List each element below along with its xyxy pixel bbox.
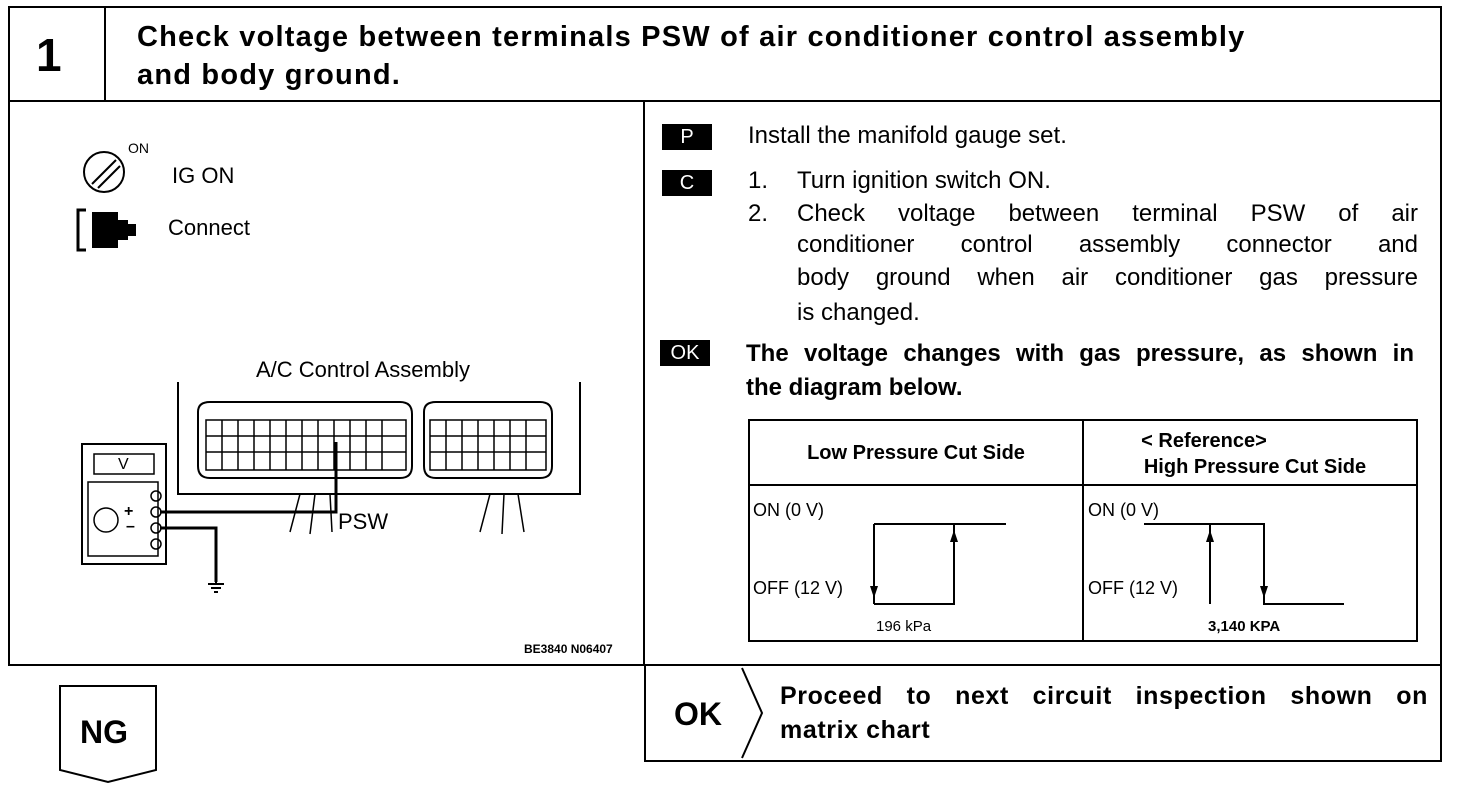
content-divider <box>643 100 645 666</box>
meter-minus: – <box>126 518 135 535</box>
low-on-label: ON (0 V) <box>753 500 825 520</box>
low-pressure-header: Low Pressure Cut Side <box>807 442 1025 464</box>
high-pressure-waveform <box>1144 523 1344 605</box>
ok-result-line2: matrix chart <box>780 716 931 744</box>
ignition-key-icon <box>83 151 125 193</box>
ng-badge-outline <box>59 685 157 784</box>
psw-terminal-label: PSW <box>338 509 389 534</box>
low-pressure-value: 196 kPa <box>876 618 932 635</box>
ground-symbol <box>208 582 224 593</box>
c-item-2-line3: body ground when air conditioner gas pre… <box>797 264 1418 291</box>
c-item-2-line4: is changed. <box>797 299 920 326</box>
tag-ok: OK <box>660 340 710 366</box>
ng-label: NG <box>80 714 128 750</box>
ig-on-label: IG ON <box>172 163 235 188</box>
low-off-label: OFF (12 V) <box>753 578 844 598</box>
ac-control-assembly-drawing <box>177 382 581 535</box>
reference-label: < Reference> <box>1141 430 1267 452</box>
step-number: 1 <box>36 29 62 81</box>
ok-arrow-divider <box>741 667 764 759</box>
ig-on-superscript: ON <box>128 140 149 156</box>
tag-p: P <box>662 124 712 150</box>
c-item-2-num: 2. <box>748 200 769 227</box>
procedure-illustration <box>76 151 581 593</box>
ok-result-label: OK <box>674 696 722 732</box>
step-title-line2: and body ground. <box>137 59 402 91</box>
c-item-1-num: 1. <box>748 167 769 194</box>
table-header-divider <box>748 484 1418 486</box>
c-item-2-line2: conditioner control assembly connector a… <box>797 231 1418 258</box>
c-item-2-line1: Check voltage between terminal PSW of ai… <box>797 200 1418 227</box>
high-pressure-header: High Pressure Cut Side <box>1143 456 1367 478</box>
ok-criteria-line2: the diagram below. <box>746 374 963 401</box>
meter-label: V <box>118 456 129 473</box>
high-pressure-value: 3,140 KPA <box>1208 618 1281 635</box>
ok-result-box <box>644 664 1442 762</box>
p-instruction: Install the manifold gauge set. <box>748 122 1067 149</box>
high-off-label: OFF (12 V) <box>1088 578 1179 598</box>
figure-code: BE3840 N06407 <box>524 642 613 656</box>
c-item-1-text: Turn ignition switch ON. <box>797 167 1051 194</box>
step-title-line1: Check voltage between terminals PSW of a… <box>137 21 1246 53</box>
tag-c: C <box>662 170 712 196</box>
high-on-label: ON (0 V) <box>1088 500 1160 520</box>
voltmeter-icon <box>81 443 167 565</box>
step-number-divider <box>104 6 106 102</box>
ok-criteria-line1: The voltage changes with gas pressure, a… <box>746 340 1414 367</box>
table-col-divider <box>1082 419 1084 642</box>
meter-plus: + <box>124 503 134 520</box>
connector-icon <box>76 208 136 252</box>
connect-label: Connect <box>168 215 250 240</box>
low-pressure-waveform <box>870 523 1006 605</box>
assembly-label: A/C Control Assembly <box>256 357 470 382</box>
ok-result-line1: Proceed to next circuit inspection shown… <box>780 682 1428 710</box>
